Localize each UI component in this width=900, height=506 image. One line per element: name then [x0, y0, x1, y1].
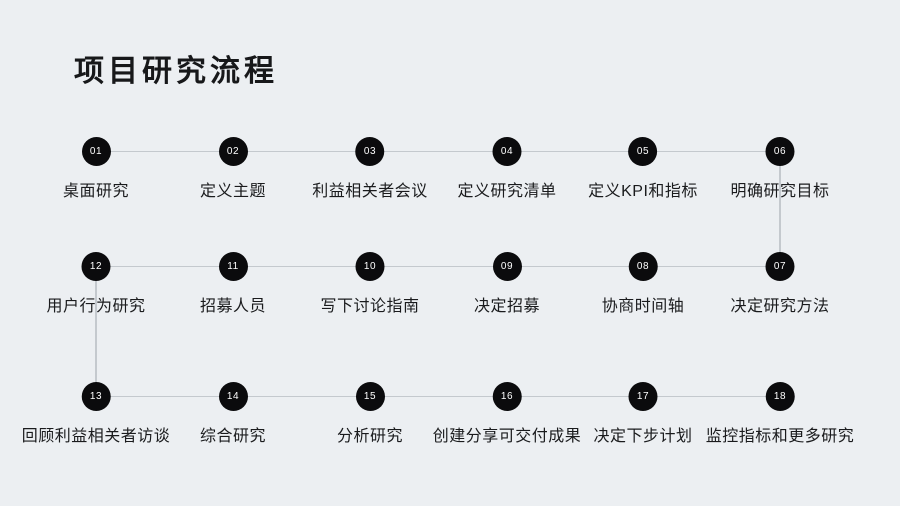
step-node-15: 15 分析研究 [337, 382, 403, 446]
step-number: 06 [773, 146, 787, 157]
step-label: 写下讨论指南 [320, 298, 420, 315]
step-node-02: 02 定义主题 [200, 137, 266, 201]
step-number-badge: 10 [355, 252, 385, 281]
step-label: 招募人员 [199, 298, 267, 315]
step-node-12: 12 用户行为研究 [46, 252, 145, 316]
step-node-16: 16 创建分享可交付成果 [433, 382, 582, 446]
step-label: 定义KPI和指标 [588, 183, 698, 200]
step-number: 18 [773, 391, 787, 402]
step-number-badge: 02 [218, 137, 248, 166]
step-label: 决定下步计划 [593, 428, 693, 445]
connector-right-vertical [779, 151, 781, 266]
step-number-badge: 12 [81, 252, 111, 281]
step-number: 15 [363, 391, 377, 402]
step-number: 07 [773, 261, 787, 272]
step-node-10: 10 写下讨论指南 [320, 252, 419, 316]
step-number: 09 [500, 261, 514, 272]
step-number: 11 [227, 261, 239, 272]
step-number-badge: 15 [355, 382, 385, 411]
step-number-badge: 14 [218, 382, 248, 411]
step-number-badge: 17 [628, 382, 658, 411]
step-label: 创建分享可交付成果 [432, 428, 582, 445]
connector-row1 [96, 150, 780, 152]
step-number-badge: 13 [81, 382, 111, 411]
step-label: 定义研究清单 [457, 183, 557, 200]
step-label: 分析研究 [336, 428, 404, 445]
connector-left-vertical [95, 266, 97, 396]
step-number-badge: 04 [492, 137, 522, 166]
step-node-03: 03 利益相关者会议 [312, 137, 428, 201]
step-number: 10 [363, 261, 377, 272]
step-number-badge: 08 [628, 252, 658, 281]
step-number: 14 [226, 391, 240, 402]
step-number: 08 [636, 261, 650, 272]
step-label: 综合研究 [199, 428, 267, 445]
step-label: 决定研究方法 [730, 298, 830, 315]
step-number-badge: 06 [765, 137, 795, 166]
step-number-badge: 09 [492, 252, 522, 281]
step-label: 监控指标和更多研究 [705, 428, 855, 445]
step-label: 桌面研究 [62, 183, 130, 200]
step-number-badge: 05 [628, 137, 658, 166]
step-node-13: 13 回顾利益相关者访谈 [22, 382, 171, 446]
step-node-07: 07 决定研究方法 [730, 252, 829, 316]
step-number: 05 [636, 146, 650, 157]
step-number-badge: 01 [81, 137, 111, 166]
step-number: 03 [363, 146, 377, 157]
step-node-17: 17 决定下步计划 [593, 382, 692, 446]
step-node-01: 01 桌面研究 [63, 137, 129, 201]
step-node-18: 18 监控指标和更多研究 [706, 382, 855, 446]
connector-row2 [96, 265, 780, 267]
step-node-08: 08 协商时间轴 [602, 252, 685, 316]
step-number: 01 [89, 146, 103, 157]
step-label: 用户行为研究 [46, 298, 146, 315]
step-number-badge: 16 [492, 382, 522, 411]
step-node-05: 05 定义KPI和指标 [588, 137, 698, 201]
step-number: 12 [89, 261, 103, 272]
step-label: 利益相关者会议 [312, 183, 428, 200]
step-node-09: 09 决定招募 [474, 252, 540, 316]
step-number: 17 [636, 391, 650, 402]
step-number-badge: 03 [355, 137, 385, 166]
step-number: 02 [226, 146, 240, 157]
connector-row3 [96, 395, 780, 397]
step-label: 回顾利益相关者访谈 [21, 428, 171, 445]
step-label: 协商时间轴 [601, 298, 685, 315]
step-node-11: 11 招募人员 [200, 252, 266, 316]
step-node-14: 14 综合研究 [200, 382, 266, 446]
step-label: 明确研究目标 [730, 183, 830, 200]
step-number-badge: 18 [765, 382, 795, 411]
step-number: 13 [89, 391, 103, 402]
step-number: 04 [500, 146, 514, 157]
step-node-06: 06 明确研究目标 [730, 137, 829, 201]
step-label: 决定招募 [473, 298, 541, 315]
step-number-badge: 11 [218, 252, 248, 281]
step-number-badge: 07 [765, 252, 795, 281]
step-number: 16 [500, 391, 514, 402]
page-title: 项目研究流程 [74, 55, 278, 88]
step-label: 定义主题 [199, 183, 267, 200]
step-node-04: 04 定义研究清单 [457, 137, 556, 201]
